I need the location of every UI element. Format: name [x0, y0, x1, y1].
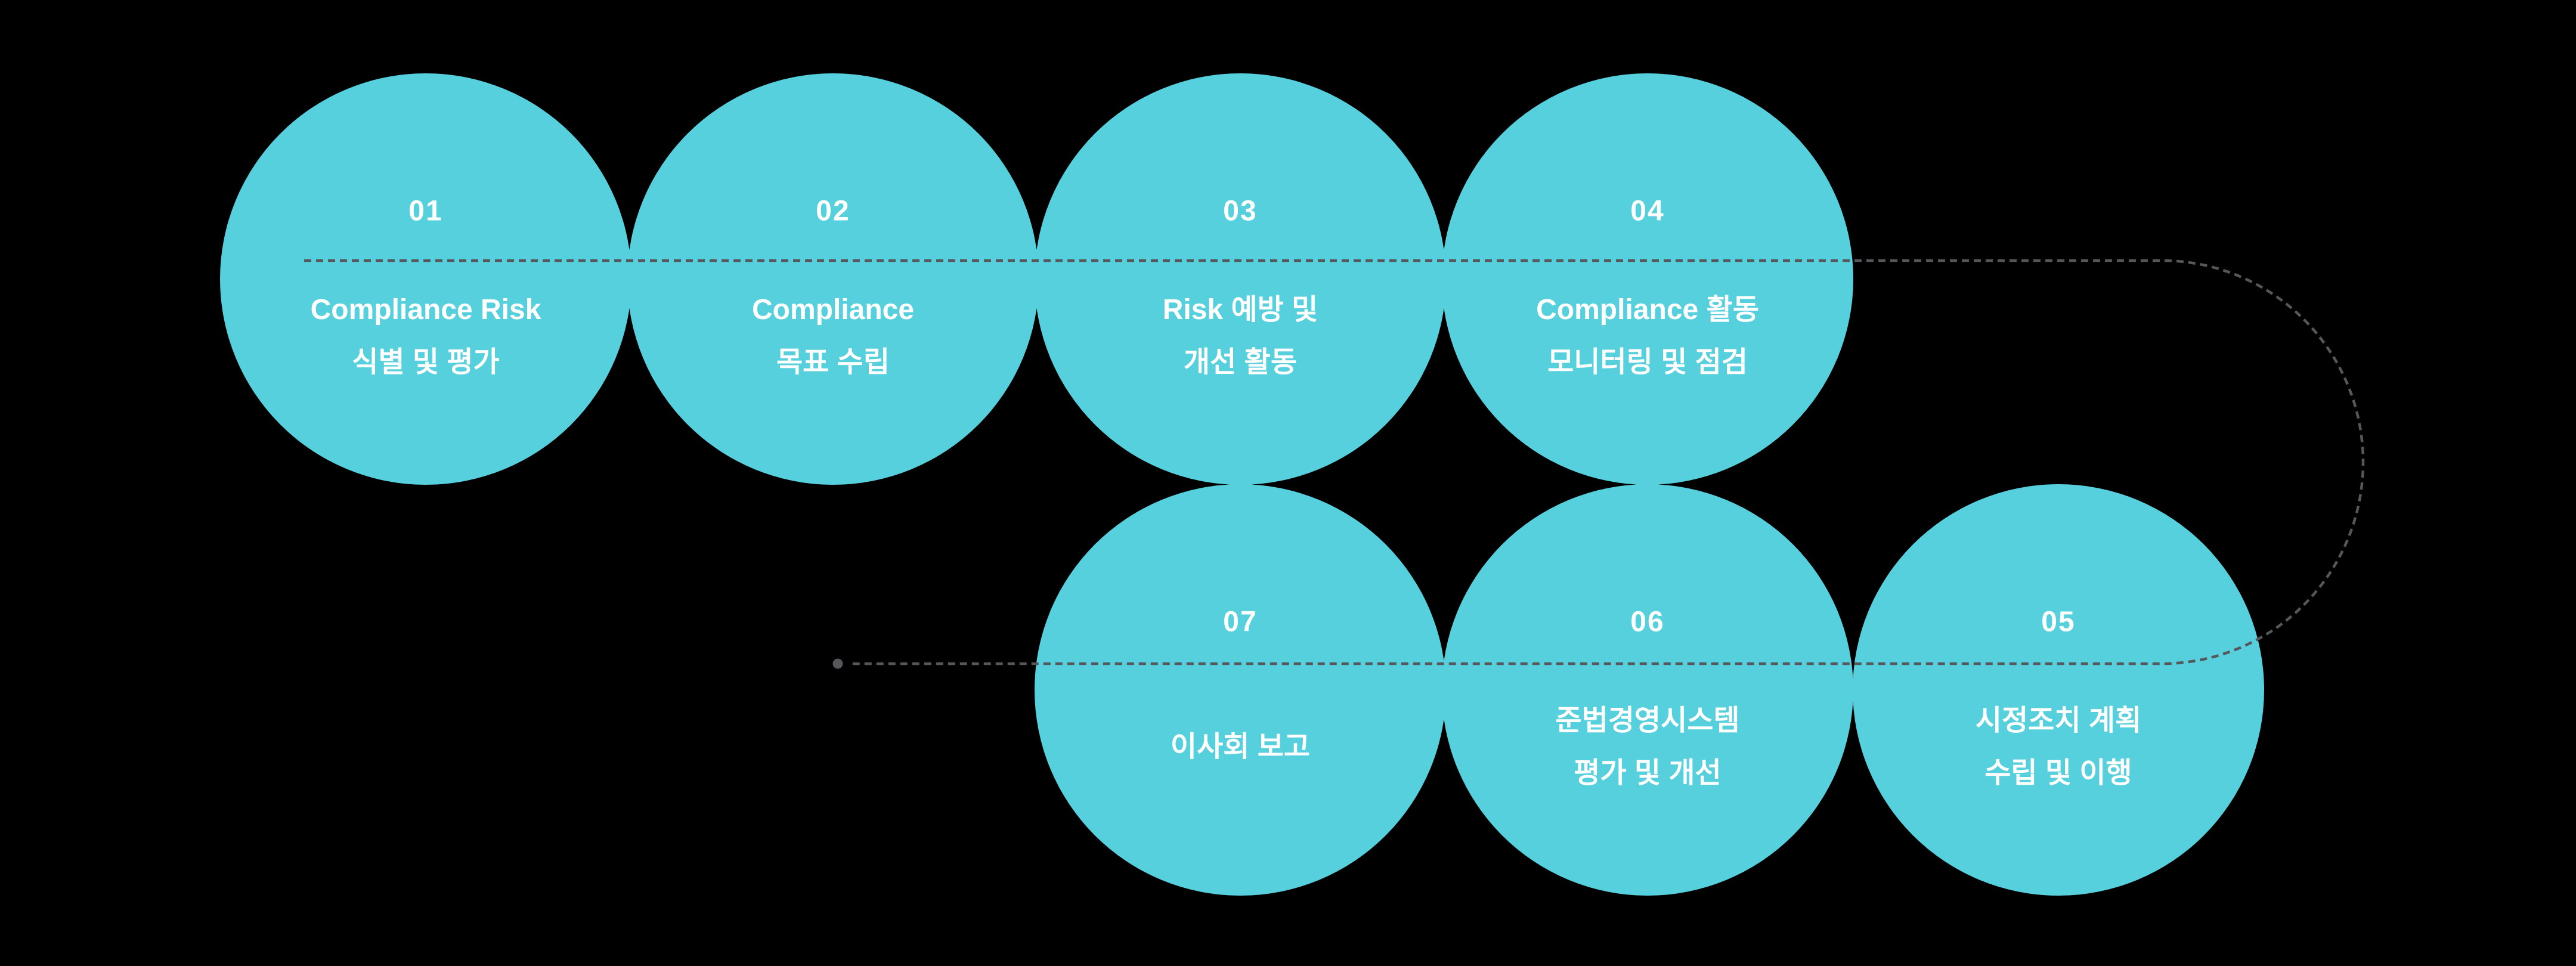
- step-circle-01: 01 Compliance Risk 식별 및 평가: [220, 73, 631, 485]
- step-label: 시정조치 계획 수립 및 이행: [1853, 695, 2264, 800]
- step-label-line2: 수립 및 이행: [1984, 757, 2132, 789]
- step-label-line1: Compliance Risk: [310, 294, 541, 326]
- step-label-line1: Compliance 활동: [1536, 294, 1759, 326]
- step-number: 05: [2041, 606, 2076, 638]
- step-number: 07: [1223, 606, 1258, 638]
- step-label: 이사회 보고: [1035, 695, 1446, 800]
- step-label-line2: 목표 수립: [776, 346, 890, 378]
- step-label-line2: 개선 활동: [1184, 346, 1297, 378]
- step-circle-03: 03 Risk 예방 및 개선 활동: [1035, 73, 1446, 485]
- step-number: 06: [1630, 606, 1665, 638]
- step-number: 03: [1223, 195, 1258, 227]
- step-label: Compliance Risk 식별 및 평가: [220, 284, 631, 389]
- step-label-line1: Compliance: [751, 294, 915, 326]
- step-circle-07: 07 이사회 보고: [1035, 484, 1446, 896]
- step-number: 04: [1630, 195, 1665, 227]
- flow-terminal-dot: [832, 658, 843, 669]
- step-label: Compliance 목표 수립: [627, 284, 1039, 389]
- step-number: 01: [408, 195, 443, 227]
- step-circle-04: 04 Compliance 활동 모니터링 및 점검: [1442, 73, 1853, 485]
- step-label-line2: 식별 및 평가: [352, 346, 500, 378]
- step-label: 준법경영시스템 평가 및 개선: [1442, 695, 1853, 800]
- step-label-line1: 준법경영시스템: [1555, 705, 1740, 736]
- step-number: 02: [816, 195, 850, 227]
- step-label-line1: 이사회 보고: [1170, 731, 1311, 763]
- step-label-line1: Risk 예방 및: [1162, 294, 1318, 326]
- step-label: Risk 예방 및 개선 활동: [1035, 284, 1446, 389]
- step-label: Compliance 활동 모니터링 및 점검: [1442, 284, 1853, 389]
- step-label-line1: 시정조치 계획: [1975, 705, 2142, 736]
- step-circle-06: 06 준법경영시스템 평가 및 개선: [1442, 484, 1853, 896]
- step-label-line2: 평가 및 개선: [1574, 757, 1722, 789]
- step-circle-05: 05 시정조치 계획 수립 및 이행: [1853, 484, 2264, 896]
- step-label-line2: 모니터링 및 점검: [1547, 346, 1748, 378]
- step-circle-02: 02 Compliance 목표 수립: [627, 73, 1039, 485]
